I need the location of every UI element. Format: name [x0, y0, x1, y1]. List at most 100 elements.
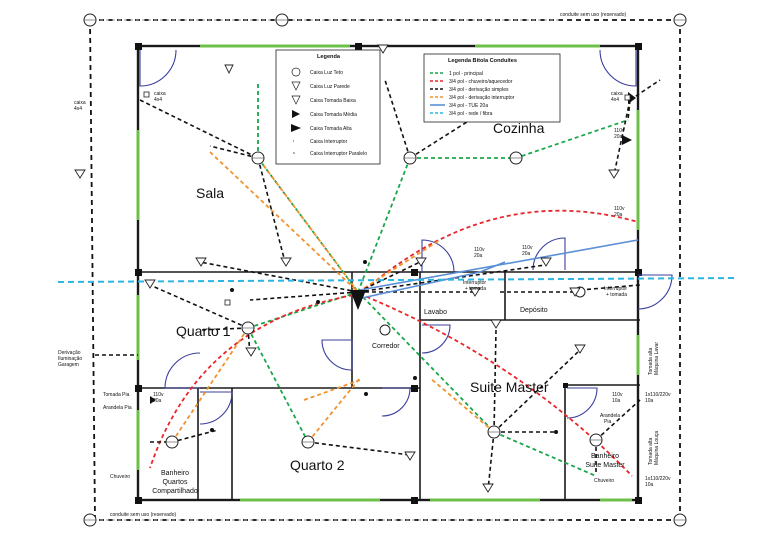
outlet-icon	[292, 110, 300, 118]
switch-icon	[469, 287, 481, 297]
v110-20a-b-1: 110v	[522, 245, 533, 251]
outlet-icon	[350, 290, 366, 310]
outlet-icon	[150, 396, 156, 404]
interruptor-tomada-1-label-1: Interruptor	[463, 280, 486, 286]
tomada-maquina-louca-2: Máquina Louça	[654, 431, 660, 465]
switch-dots	[210, 260, 558, 434]
room-label-banheiro-suite-2: Suite Master	[585, 462, 625, 469]
caixa-sala-label-2: 4x4	[154, 97, 162, 103]
v110-20a-e-1: 110v	[153, 392, 164, 398]
wall-light-icon	[291, 81, 301, 91]
conduit-legend-item: 3/4 pol - derivação simples	[449, 87, 509, 93]
v110-20a-b-2: 20a	[522, 251, 531, 257]
conduits-orange	[171, 151, 495, 443]
symbol-legend: Legenda ᵗ ˢ Caixa Luz Teto Caixa Luz Par…	[275, 49, 381, 165]
room-label-cozinha: Cozinha	[493, 120, 545, 136]
room-label-banheiro-suite-1: Banheiro	[591, 453, 619, 460]
room-label-banheiro-quartos-3: Compartilhado	[152, 488, 198, 495]
switch-icon	[280, 257, 292, 267]
caixa-left-label-1: caixa	[74, 100, 86, 106]
ceiling-light-crosses	[84, 19, 686, 521]
room-labels: Sala Cozinha Quarto 1 Quarto 2 Suite Mas…	[152, 120, 625, 495]
room-label-sala: Sala	[196, 185, 224, 201]
arandela-pia-right-label-1: Arandela	[600, 413, 620, 419]
annotations: conduite sem uso (reservado) conduite se…	[58, 12, 671, 518]
conduit-legend-item: 1 pol - principal	[449, 71, 483, 77]
v110-20a-c-1: 110v	[614, 128, 625, 134]
v220-10a-b-1: 1x110/220v	[645, 476, 671, 482]
junction-boxes	[143, 91, 631, 306]
conduit-legend-item: 3/4 pol - rede / fibra	[449, 111, 493, 117]
room-label-banheiro-quartos-1: Banheiro	[161, 470, 189, 477]
conduite-top-label: conduite sem uso (reservado)	[560, 12, 626, 18]
v220-10a-a-1: 1x110/220v	[645, 392, 671, 398]
room-label-quarto2: Quarto 2	[290, 457, 345, 473]
windows	[136, 44, 640, 502]
conduit-legend-title: Legenda Bitola Conduítes	[448, 58, 517, 64]
room-label-suite-master: Suite Master	[470, 379, 549, 395]
switch-icon	[404, 451, 416, 461]
outlet-icon	[291, 124, 301, 132]
legend-item: Caixa Interruptor	[310, 139, 348, 145]
junction-box-icon	[624, 94, 631, 101]
interruptor-tomada-1-label-2: + tomada	[465, 286, 486, 292]
legend-item: Caixa Luz Teto	[310, 70, 343, 76]
ceiling-light-icon	[379, 324, 391, 336]
legend-item: Caixa Luz Parede	[310, 84, 350, 90]
room-label-corredor: Corredor	[372, 343, 400, 350]
switch-icon	[224, 64, 234, 75]
ceiling-light-icon	[291, 67, 301, 77]
arandela-pia-right-label-2: Pia	[604, 419, 611, 425]
derivacao-label-2: Iluminação	[58, 356, 82, 362]
network-conduit	[57, 277, 739, 283]
tomada-maquina-lavar-1: Tomada alta	[648, 348, 654, 375]
v110-20a-e-2: 20a	[153, 398, 162, 404]
conduit-legend-item: 3/4 pol - chuveiro/aquecedor	[449, 79, 513, 85]
caixa-cozinha-label-2: 4x4	[611, 97, 619, 103]
switch-icon	[144, 279, 156, 289]
conduits-blue	[359, 239, 639, 299]
switch-icon	[608, 169, 620, 179]
switch-icon	[490, 319, 502, 329]
caixa-sala-label-1: caixa	[154, 91, 166, 97]
tomada-maquina-lavar-2: Máquina Lavar	[654, 342, 660, 375]
switches	[74, 44, 620, 493]
switch-icon	[569, 287, 581, 297]
doors	[139, 49, 673, 425]
legend-item: Caixa Interruptor Paralelo	[310, 151, 367, 157]
v110-10a-1: 110v	[612, 392, 623, 398]
v110-20a-a-1: 110v	[474, 247, 485, 253]
v110-20a-a-2: 20a	[474, 253, 483, 259]
room-label-banheiro-quartos-2: Quartos	[163, 479, 188, 486]
v220-10a-a-2: 10a	[645, 398, 654, 404]
conduits-green	[247, 84, 629, 477]
switch-icon	[74, 169, 86, 179]
conduite-bottom-label: conduite sem uso (reservado)	[110, 512, 176, 518]
perimeter-conduit	[89, 19, 681, 521]
switch-icon	[574, 344, 586, 354]
v110-20a-d-2: 20a	[614, 212, 623, 218]
v220-10a-b-2: 10a	[645, 482, 654, 488]
switch-icon: ˢ	[293, 151, 295, 157]
arandela-pia-left-label: Arandela Pia	[103, 405, 132, 411]
v110-20a-d-1: 110v	[614, 206, 625, 212]
legend-item: Caixa Tomada Baixa	[310, 98, 356, 104]
tomada-maquina-louca-1: Tomada alta	[648, 438, 654, 465]
conduit-legend-item: 3/4 pol - derivação interruptor	[449, 95, 515, 101]
chuveiro-left-label: Chuveiro	[110, 474, 130, 480]
conduit-legend: Legenda Bitola Conduítes 1 pol - princip…	[423, 53, 561, 123]
switch-icon	[291, 95, 301, 105]
v110-20a-c-2: 20a	[614, 134, 623, 140]
interruptor-tomada-2-label-1: Interruptor	[604, 286, 627, 292]
room-label-deposito: Depósito	[520, 307, 548, 314]
derivacao-label-3: Garagem	[58, 362, 79, 368]
conduits-red	[149, 209, 639, 477]
switch-icon	[482, 483, 494, 493]
junction-box-icon	[143, 91, 150, 98]
room-label-quarto1: Quarto 1	[176, 323, 231, 339]
legend-title: Legenda	[317, 54, 341, 60]
outlet-icon	[622, 135, 632, 145]
legend-item: Caixa Tomada Alta	[310, 126, 352, 132]
